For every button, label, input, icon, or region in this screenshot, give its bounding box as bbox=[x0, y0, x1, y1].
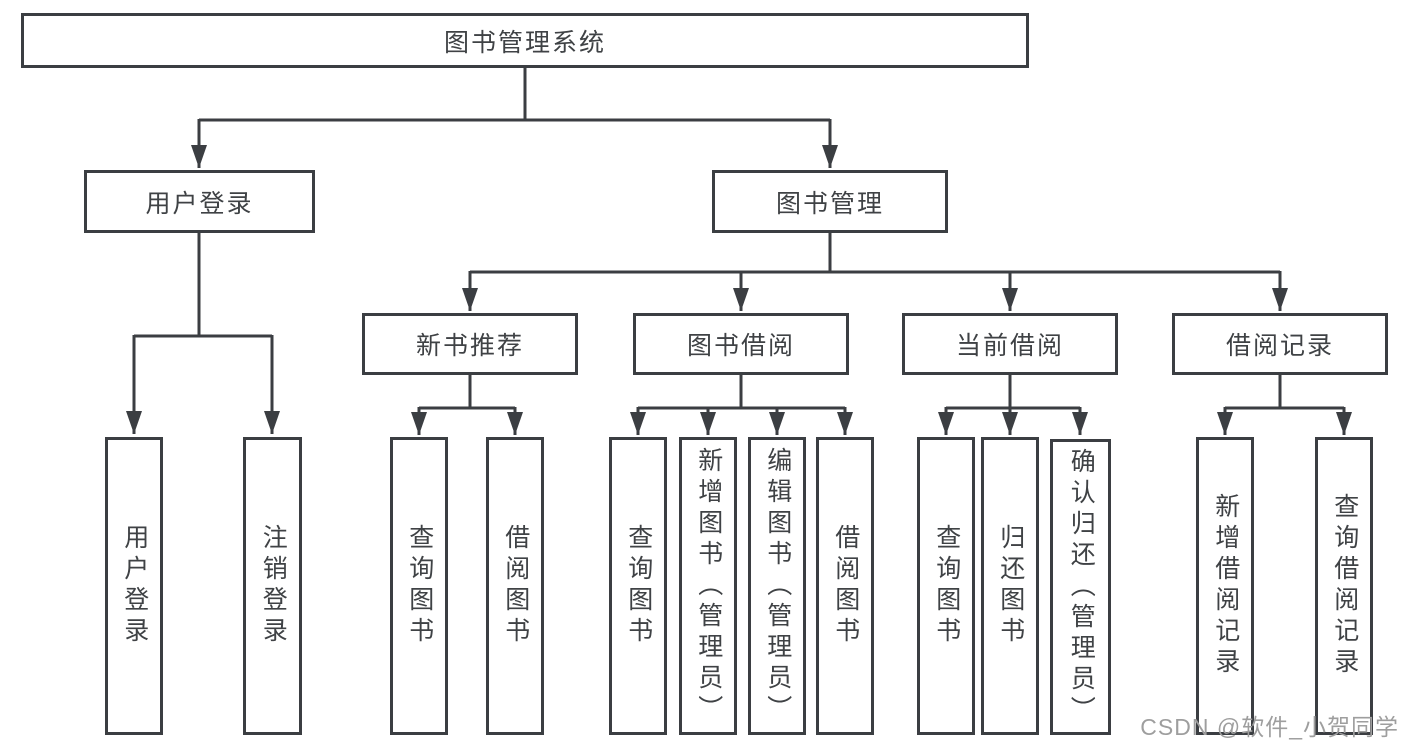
leaf-return-books: 归还图书 bbox=[981, 437, 1039, 735]
leaf-logout: 注销登录 bbox=[243, 437, 302, 735]
leaf-edit-book-admin: 编辑图书（管理员） bbox=[748, 437, 806, 735]
node-book-management: 图书管理 bbox=[712, 170, 948, 233]
leaf-query-books-borrowing: 查询图书 bbox=[609, 437, 667, 735]
node-current-borrowing: 当前借阅 bbox=[902, 313, 1118, 375]
leaf-add-borrow-record: 新增借阅记录 bbox=[1196, 437, 1254, 735]
node-new-book-recommendation: 新书推荐 bbox=[362, 313, 578, 375]
leaf-query-books-current: 查询图书 bbox=[917, 437, 975, 735]
leaf-confirm-return-admin: 确认归还（管理员） bbox=[1050, 439, 1111, 735]
leaf-query-borrow-record: 查询借阅记录 bbox=[1315, 437, 1373, 735]
leaf-query-books-recommendation: 查询图书 bbox=[390, 437, 448, 735]
leaf-borrow-books-borrowing: 借阅图书 bbox=[816, 437, 874, 735]
leaf-borrow-books-recommendation: 借阅图书 bbox=[486, 437, 544, 735]
leaf-user-login: 用户登录 bbox=[105, 437, 163, 735]
leaf-add-book-admin: 新增图书（管理员） bbox=[679, 437, 737, 735]
node-user-login: 用户登录 bbox=[84, 170, 315, 233]
node-library-management-system: 图书管理系统 bbox=[21, 13, 1029, 68]
node-borrowing-records: 借阅记录 bbox=[1172, 313, 1388, 375]
watermark: CSDN @软件_小贺同学 bbox=[1140, 714, 1399, 740]
node-book-borrowing: 图书借阅 bbox=[633, 313, 849, 375]
